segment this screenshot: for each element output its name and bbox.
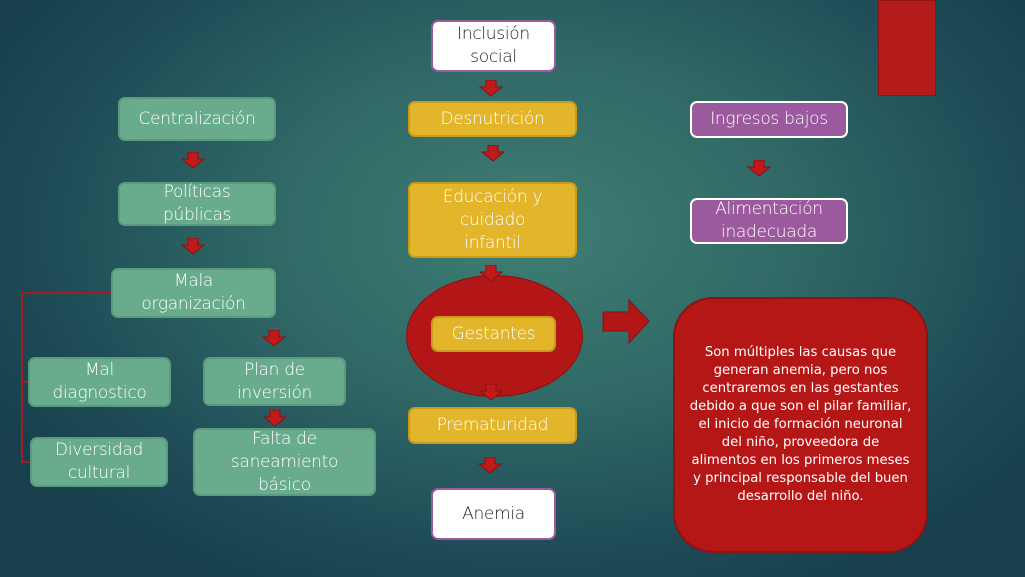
explanation-note: Son múltiples las causas que generan ane… (673, 297, 928, 553)
node-plan-inversion: Plan de inversión (203, 357, 346, 406)
down-arrow-icon (479, 80, 503, 97)
connector-line (21, 381, 29, 383)
node-mala-organizacion: Mala organización (111, 268, 276, 318)
connector-line (21, 461, 31, 463)
right-arrow-icon (602, 299, 650, 344)
node-educacion-cuidado: Educación y cuidado infantil (408, 182, 577, 258)
down-arrow-icon (747, 160, 771, 177)
node-mal-diagnostico: Mal diagnostico (28, 357, 171, 407)
down-arrow-icon (262, 330, 286, 347)
node-ingresos-bajos: Ingresos bajos (690, 101, 848, 138)
down-arrow-icon (479, 384, 503, 401)
node-falta-saneamiento: Falta de saneamiento básico (193, 428, 376, 496)
node-prematuridad: Prematuridad (408, 407, 577, 444)
node-desnutricion: Desnutrición (408, 101, 577, 137)
node-diversidad-cultural: Diversidad cultural (30, 437, 168, 487)
connector-line (21, 292, 111, 294)
down-arrow-icon (479, 265, 503, 282)
node-gestantes: Gestantes (431, 316, 556, 352)
connector-line (21, 292, 23, 463)
down-arrow-icon (181, 238, 205, 255)
node-anemia: Anemia (431, 488, 556, 540)
node-inclusion-social: Inclusión social (431, 20, 556, 72)
node-alimentacion-inadecuada: Alimentación inadecuada (690, 198, 848, 244)
node-politicas-publicas: Políticas públicas (118, 182, 276, 226)
down-arrow-icon (481, 145, 505, 162)
down-arrow-icon (263, 410, 287, 427)
down-arrow-icon (478, 457, 502, 474)
node-centralizacion: Centralización (118, 97, 276, 141)
decorative-red-bar (878, 0, 936, 96)
down-arrow-icon (181, 152, 205, 169)
